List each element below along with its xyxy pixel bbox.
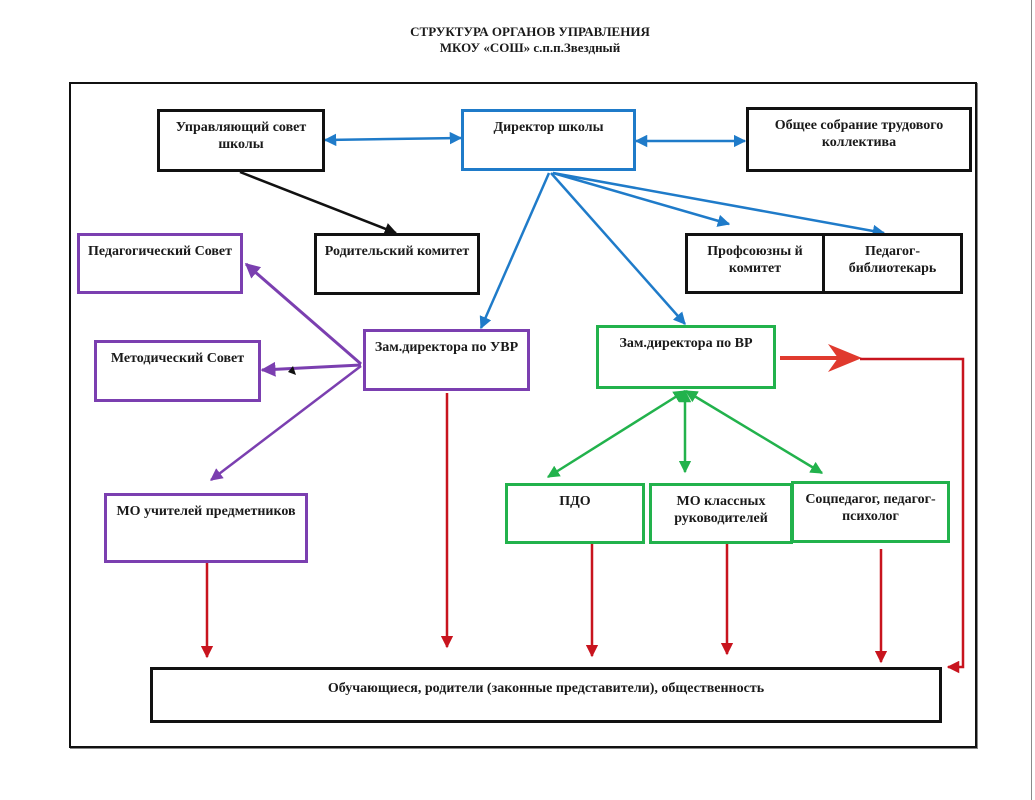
node-label: Соцпедагог, педагог-психолог (805, 492, 936, 524)
diagram-title: СТРУКТУРА ОРГАНОВ УПРАВЛЕНИЯ МКОУ «СОШ» … (330, 24, 730, 56)
page-edge-divider (1031, 0, 1032, 800)
stray-mark (288, 366, 296, 375)
node-label: Методический Совет (110, 351, 245, 366)
edge-director-deputy-uvr (479, 172, 551, 330)
edge-vr-pdo (546, 389, 687, 479)
node-methodical-council[interactable]: Методический Совет (94, 340, 261, 402)
node-label: Зам.директора по ВР (619, 336, 753, 351)
edge-uvr-method-council (260, 361, 362, 377)
title-line-2: МКОУ «СОШ» с.п.п.Звездный (439, 40, 621, 55)
node-label: Родительский комитет (324, 244, 470, 259)
node-label: Обучающиеся, родители (законные представ… (327, 681, 765, 696)
node-director[interactable]: Директор школы (461, 109, 636, 171)
big-red-arrowhead (828, 344, 862, 372)
node-label: Педагогический Совет (87, 244, 233, 259)
node-label: Зам.директора по УВР (374, 340, 519, 355)
edge-director-trade-union (552, 171, 731, 227)
node-parent-committee[interactable]: Родительский комитет (314, 233, 480, 295)
node-subject-teachers-mo[interactable]: МО учителей предметников (104, 493, 308, 563)
edge-uvr-ped-council (244, 262, 362, 366)
node-label: Общее собрание трудового коллектива (774, 118, 944, 150)
node-label: Директор школы (493, 120, 604, 135)
node-label: ПДО (559, 494, 591, 509)
edge-vr-social-psych (684, 389, 824, 475)
node-pdo[interactable]: ПДО (505, 483, 645, 544)
node-stakeholders[interactable]: Обучающиеся, родители (законные представ… (150, 667, 942, 723)
node-social-psych[interactable]: Соцпедагог, педагог-психолог (791, 481, 950, 543)
node-label: Педагог-библиотекарь (848, 244, 937, 276)
node-deputy-vr[interactable]: Зам.директора по ВР (596, 325, 776, 389)
node-label: МО классных руководителей (674, 494, 768, 526)
node-governing-council[interactable]: Управляющий совет школы (157, 109, 325, 172)
node-class-teachers-mo[interactable]: МО классных руководителей (649, 483, 793, 544)
node-trade-union[interactable]: Профсоюзны й комитет (685, 233, 825, 294)
node-deputy-uvr[interactable]: Зам.директора по УВР (363, 329, 530, 391)
title-line-1: СТРУКТУРА ОРГАНОВ УПРАВЛЕНИЯ (410, 24, 650, 39)
node-label: Профсоюзны й комитет (707, 244, 803, 276)
edge-director-deputy-vr (550, 172, 686, 325)
edge-vr-stakeholders (860, 357, 965, 674)
diagram-frame (69, 82, 977, 748)
node-general-meeting[interactable]: Общее собрание трудового коллектива (746, 107, 972, 172)
node-librarian[interactable]: Педагог-библиотекарь (822, 233, 963, 294)
node-label: Управляющий совет школы (175, 120, 307, 152)
node-pedagogical-council[interactable]: Педагогический Совет (77, 233, 243, 294)
edge-council-director (323, 131, 463, 147)
edge-council-parent-committee (239, 170, 398, 235)
node-label: МО учителей предметников (116, 504, 296, 519)
edge-uvr-subject-mo (210, 365, 362, 481)
edge-director-librarian (552, 171, 886, 238)
